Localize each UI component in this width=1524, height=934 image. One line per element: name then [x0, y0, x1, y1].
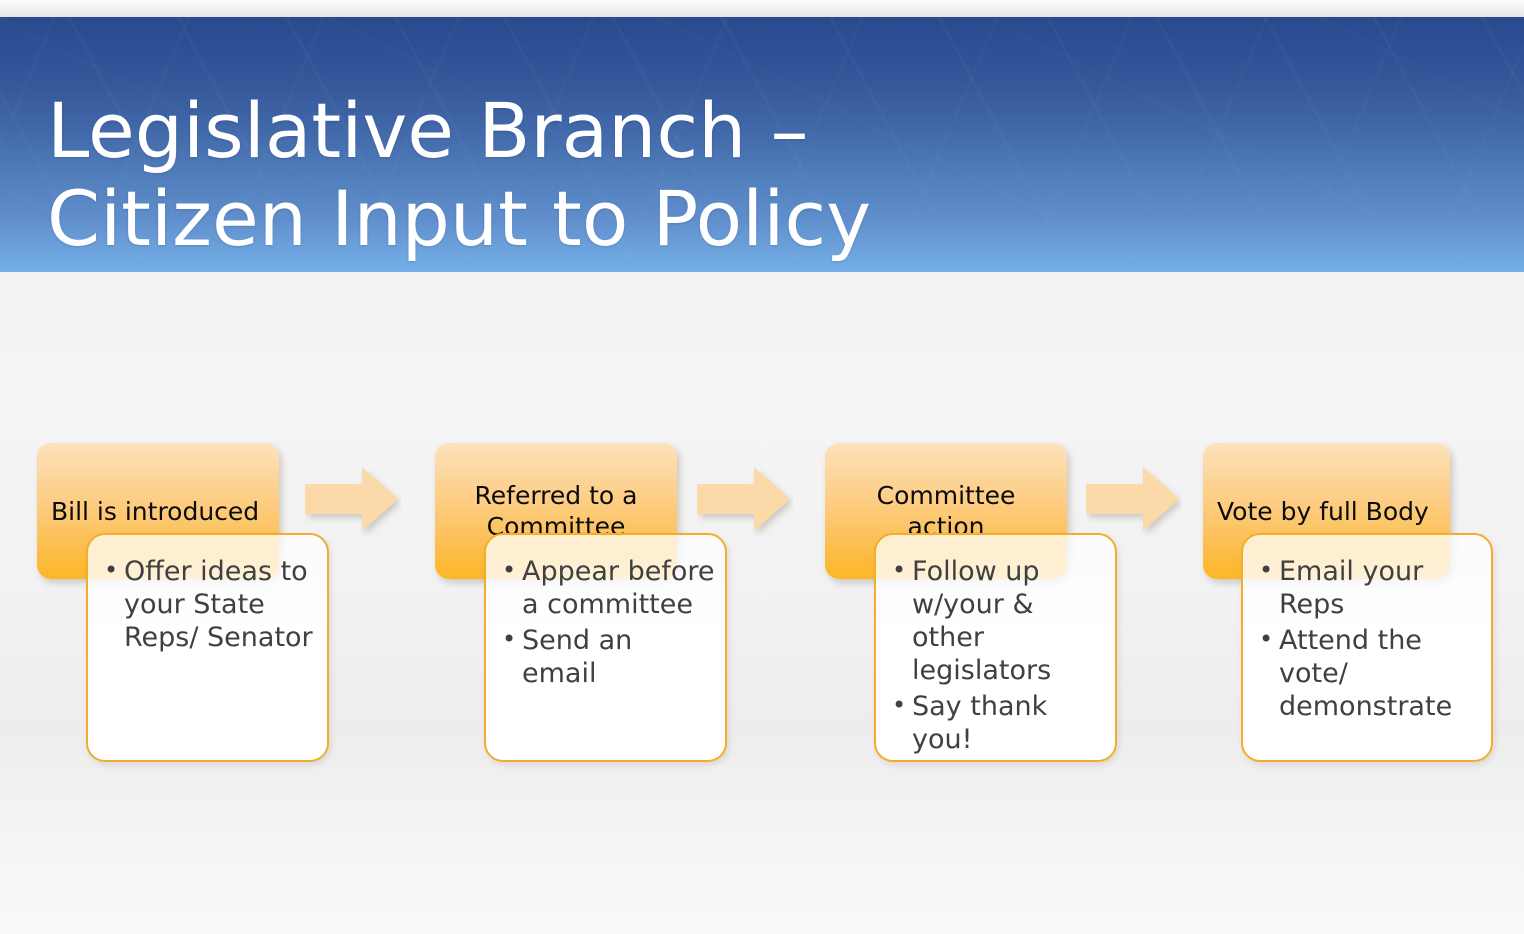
- list-item: Say thank you!: [890, 689, 1105, 756]
- list-item: Attend the vote/ demonstrate: [1257, 623, 1481, 723]
- step-bullet-list: Appear before a committee Send an email: [486, 535, 725, 690]
- step-detail-card[interactable]: Email your Reps Attend the vote/ demonst…: [1241, 533, 1493, 762]
- step-detail-card[interactable]: Offer ideas to your State Reps/ Senator: [86, 533, 329, 762]
- right-arrow-icon: [1086, 464, 1182, 536]
- step-detail-card[interactable]: Follow up w/your & other legislators Say…: [874, 533, 1117, 762]
- list-item: Appear before a committee: [500, 554, 715, 621]
- step-header-label: Vote by full Body: [1217, 496, 1429, 526]
- step-header-label: Committee action: [876, 481, 1016, 541]
- right-arrow-icon: [697, 464, 793, 536]
- page-title: Legislative Branch – Citizen Input to Po…: [47, 86, 872, 263]
- right-arrow-icon: [305, 464, 401, 536]
- list-item: Offer ideas to your State Reps/ Senator: [102, 554, 317, 654]
- step-bullet-list: Offer ideas to your State Reps/ Senator: [88, 535, 327, 654]
- step-bullet-list: Follow up w/your & other legislators Say…: [876, 535, 1115, 756]
- slide-top-strip: [0, 0, 1524, 17]
- step-detail-card[interactable]: Appear before a committee Send an email: [484, 533, 727, 762]
- list-item: Send an email: [500, 623, 715, 690]
- step-header-label: Bill is introduced: [51, 496, 260, 526]
- list-item: Follow up w/your & other legislators: [890, 554, 1105, 687]
- step-bullet-list: Email your Reps Attend the vote/ demonst…: [1243, 535, 1491, 723]
- list-item: Email your Reps: [1257, 554, 1481, 621]
